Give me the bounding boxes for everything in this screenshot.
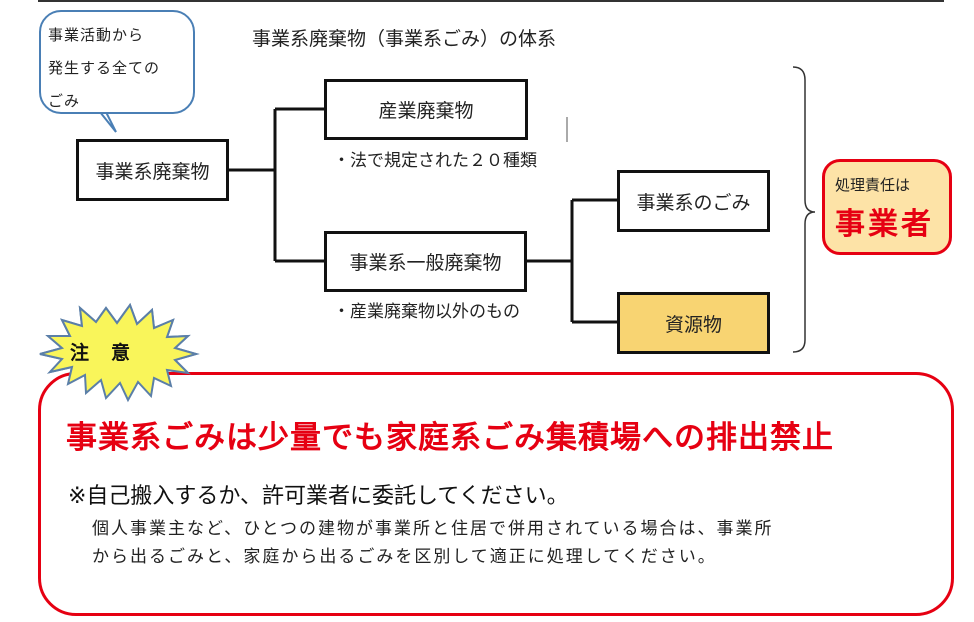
diagram-title: 事業系廃棄物（事業系ごみ）の体系 [252, 28, 557, 50]
bubble-line: ごみ [48, 92, 81, 110]
responsibility-box: 処理責任は 事業者 [822, 159, 952, 255]
caution-label: 注意 [70, 342, 153, 364]
warning-headline: 事業系ごみは少量でも家庭系ごみ集積場への排出禁止 [66, 420, 834, 456]
responsibility-party: 事業者 [835, 207, 934, 242]
top-rule [38, 0, 944, 2]
general-waste-note: ・産業廃棄物以外のもの [333, 302, 520, 322]
node-business-garbage: 事業系のごみ [617, 170, 770, 232]
node-industrial-waste: 産業廃棄物 [324, 79, 528, 140]
speech-bubble: 事業活動から 発生する全ての ごみ [39, 10, 195, 114]
bubble-line: 事業活動から [48, 26, 145, 44]
node-resources: 資源物 [617, 292, 770, 354]
node-general-business-waste: 事業系一般廃棄物 [324, 231, 527, 292]
warning-body-line: から出るごみと、家庭から出るごみを区別して適正に処理してください。 [92, 547, 717, 567]
warning-subhead: ※自己搬入するか、許可業者に委託してください。 [68, 484, 569, 509]
industrial-waste-note: ・法で規定された２０種類 [333, 151, 537, 171]
warning-body-line: 個人事業主など、ひとつの建物が事業所と住居で併用されている場合は、事業所 [92, 519, 774, 539]
node-business-waste-root: 事業系廃棄物 [76, 139, 229, 201]
bubble-line: 発生する全ての [48, 59, 161, 77]
responsibility-label: 処理責任は [835, 176, 911, 194]
warning-box [38, 372, 954, 616]
brace [792, 66, 816, 353]
